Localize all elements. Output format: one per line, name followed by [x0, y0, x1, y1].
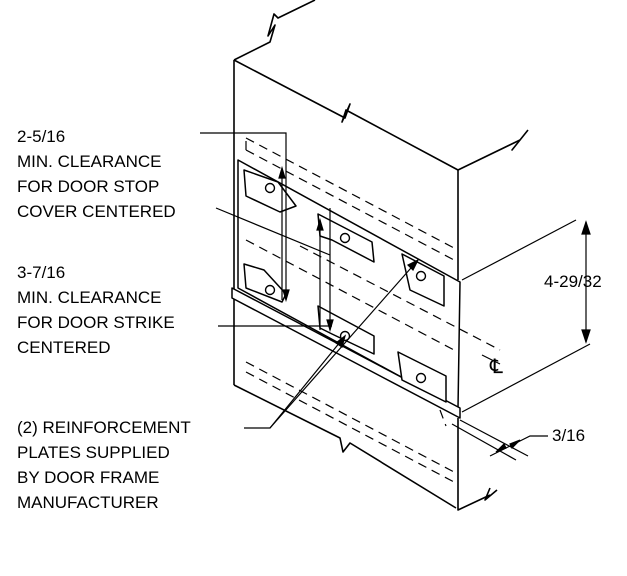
reinforcement-plates-label: (2) REINFORCEMENT PLATES SUPPLIED BY DOO… — [17, 415, 191, 515]
height-dimension-label: 4-29/32 — [544, 272, 602, 291]
door-stop-dimension: 2-5/16 — [17, 127, 66, 146]
door-strike-dimension: 3-7/16 — [17, 263, 66, 282]
reinforcement-line-1: (2) REINFORCEMENT — [17, 418, 191, 437]
door-strike-line-4: CENTERED — [17, 338, 111, 357]
door-strike-line-3: FOR DOOR STRIKE — [17, 313, 175, 332]
thickness-dimension-label: 3/16 — [552, 426, 586, 445]
clearance-dimensions — [200, 132, 334, 333]
door-strike-line-2: MIN. CLEARANCE — [17, 288, 162, 307]
centerline-symbol: ℄ — [490, 356, 503, 378]
hidden-lines — [245, 137, 501, 483]
reinforcement-line-3: BY DOOR FRAME — [17, 468, 160, 487]
reinforcement-leaders — [244, 258, 420, 429]
mounting-holes — [264, 182, 427, 384]
door-stop-line-2: MIN. CLEARANCE — [17, 152, 162, 171]
centerline-mark — [481, 354, 501, 365]
frame-outline — [233, 0, 529, 511]
door-stop-clearance-label: 2-5/16 MIN. CLEARANCE FOR DOOR STOP COVE… — [17, 124, 176, 224]
thickness-dimension — [451, 419, 548, 461]
reinforcement-line-2: PLATES SUPPLIED — [17, 443, 170, 462]
door-strike-clearance-label: 3-7/16 MIN. CLEARANCE FOR DOOR STRIKE CE… — [17, 260, 175, 360]
door-stop-line-4: COVER CENTERED — [17, 202, 176, 221]
reinforcement-line-4: MANUFACTURER — [17, 493, 159, 512]
height-dimension — [461, 219, 591, 413]
door-stop-line-3: FOR DOOR STOP — [17, 177, 160, 196]
